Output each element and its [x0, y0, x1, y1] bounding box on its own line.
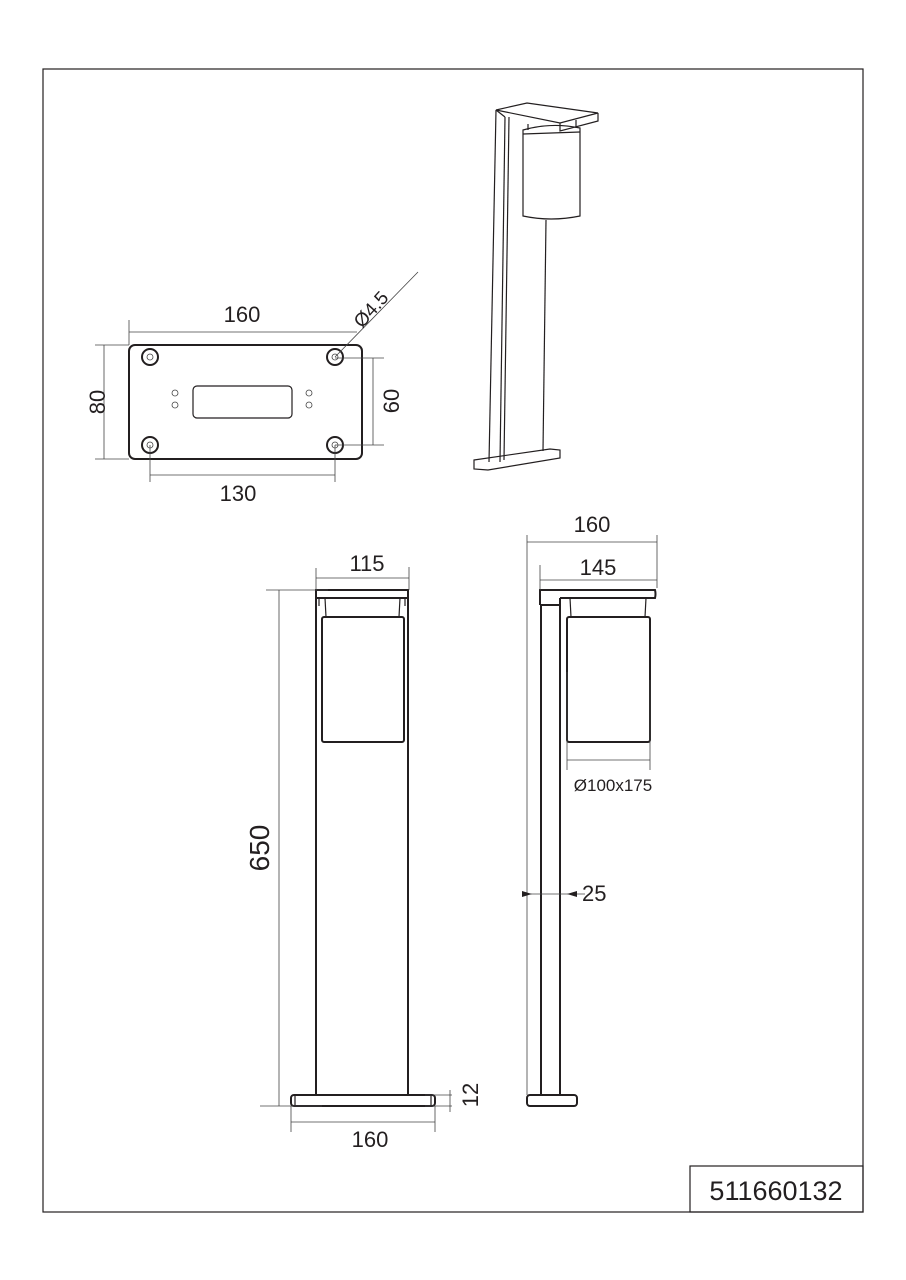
- side-base: [526, 1094, 578, 1107]
- base-height-label: 12: [458, 1083, 483, 1107]
- screw-dot: [171, 389, 179, 397]
- front-base: [290, 1094, 436, 1107]
- arrow-icon: [522, 891, 532, 897]
- part-number-box: [689, 1165, 864, 1213]
- lamp-shade: [522, 124, 581, 220]
- lamp-cap: [495, 102, 599, 124]
- hole-spacing-horizontal-label: 130: [220, 481, 257, 506]
- mounting-hole: [326, 348, 344, 366]
- part-number: 511660132: [709, 1176, 842, 1206]
- front-shade: [321, 616, 405, 743]
- hole-diameter-label: Ø4.5: [350, 288, 393, 333]
- plate-width-label: 160: [224, 302, 261, 327]
- dimension-lines: [522, 535, 658, 1095]
- hole-center: [146, 353, 154, 361]
- front-view: 115 650 12 160: [244, 551, 483, 1152]
- drawing-frame: [42, 68, 864, 1213]
- side-view: 160 145 Ø100x175 25: [522, 512, 658, 1107]
- screw-dot: [305, 401, 313, 409]
- lamp-base: [473, 448, 561, 471]
- dimension-lines: [95, 271, 419, 482]
- dimension-lines: [260, 567, 452, 1132]
- screw-dot: [305, 389, 313, 397]
- cable-slot: [192, 385, 293, 419]
- front-cap: [315, 589, 409, 599]
- hole-spacing-vertical-label: 60: [379, 389, 404, 413]
- perspective-view: [473, 102, 599, 471]
- mounting-hole: [141, 348, 159, 366]
- side-arm: [539, 589, 657, 605]
- title-block: 511660132: [689, 1165, 864, 1213]
- screw-dot: [171, 401, 179, 409]
- hole-center: [331, 353, 339, 361]
- total-height-label: 650: [244, 825, 275, 872]
- total-depth-label: 160: [574, 512, 611, 537]
- base-plate-outline: [128, 344, 363, 460]
- side-shade: [566, 616, 651, 743]
- mounting-holes: [141, 348, 344, 454]
- cap-edge: [559, 113, 599, 132]
- pole-thickness-label: 25: [582, 881, 606, 906]
- base-width-label: 160: [352, 1127, 389, 1152]
- head-width-label: 115: [349, 551, 384, 576]
- shade-size-label: Ø100x175: [574, 776, 652, 795]
- base-plate-view: 160 80 60 130 Ø4.5: [85, 271, 419, 506]
- arm-depth-label: 145: [580, 555, 617, 580]
- plate-height-label: 80: [85, 390, 110, 414]
- arrow-icon: [567, 891, 577, 897]
